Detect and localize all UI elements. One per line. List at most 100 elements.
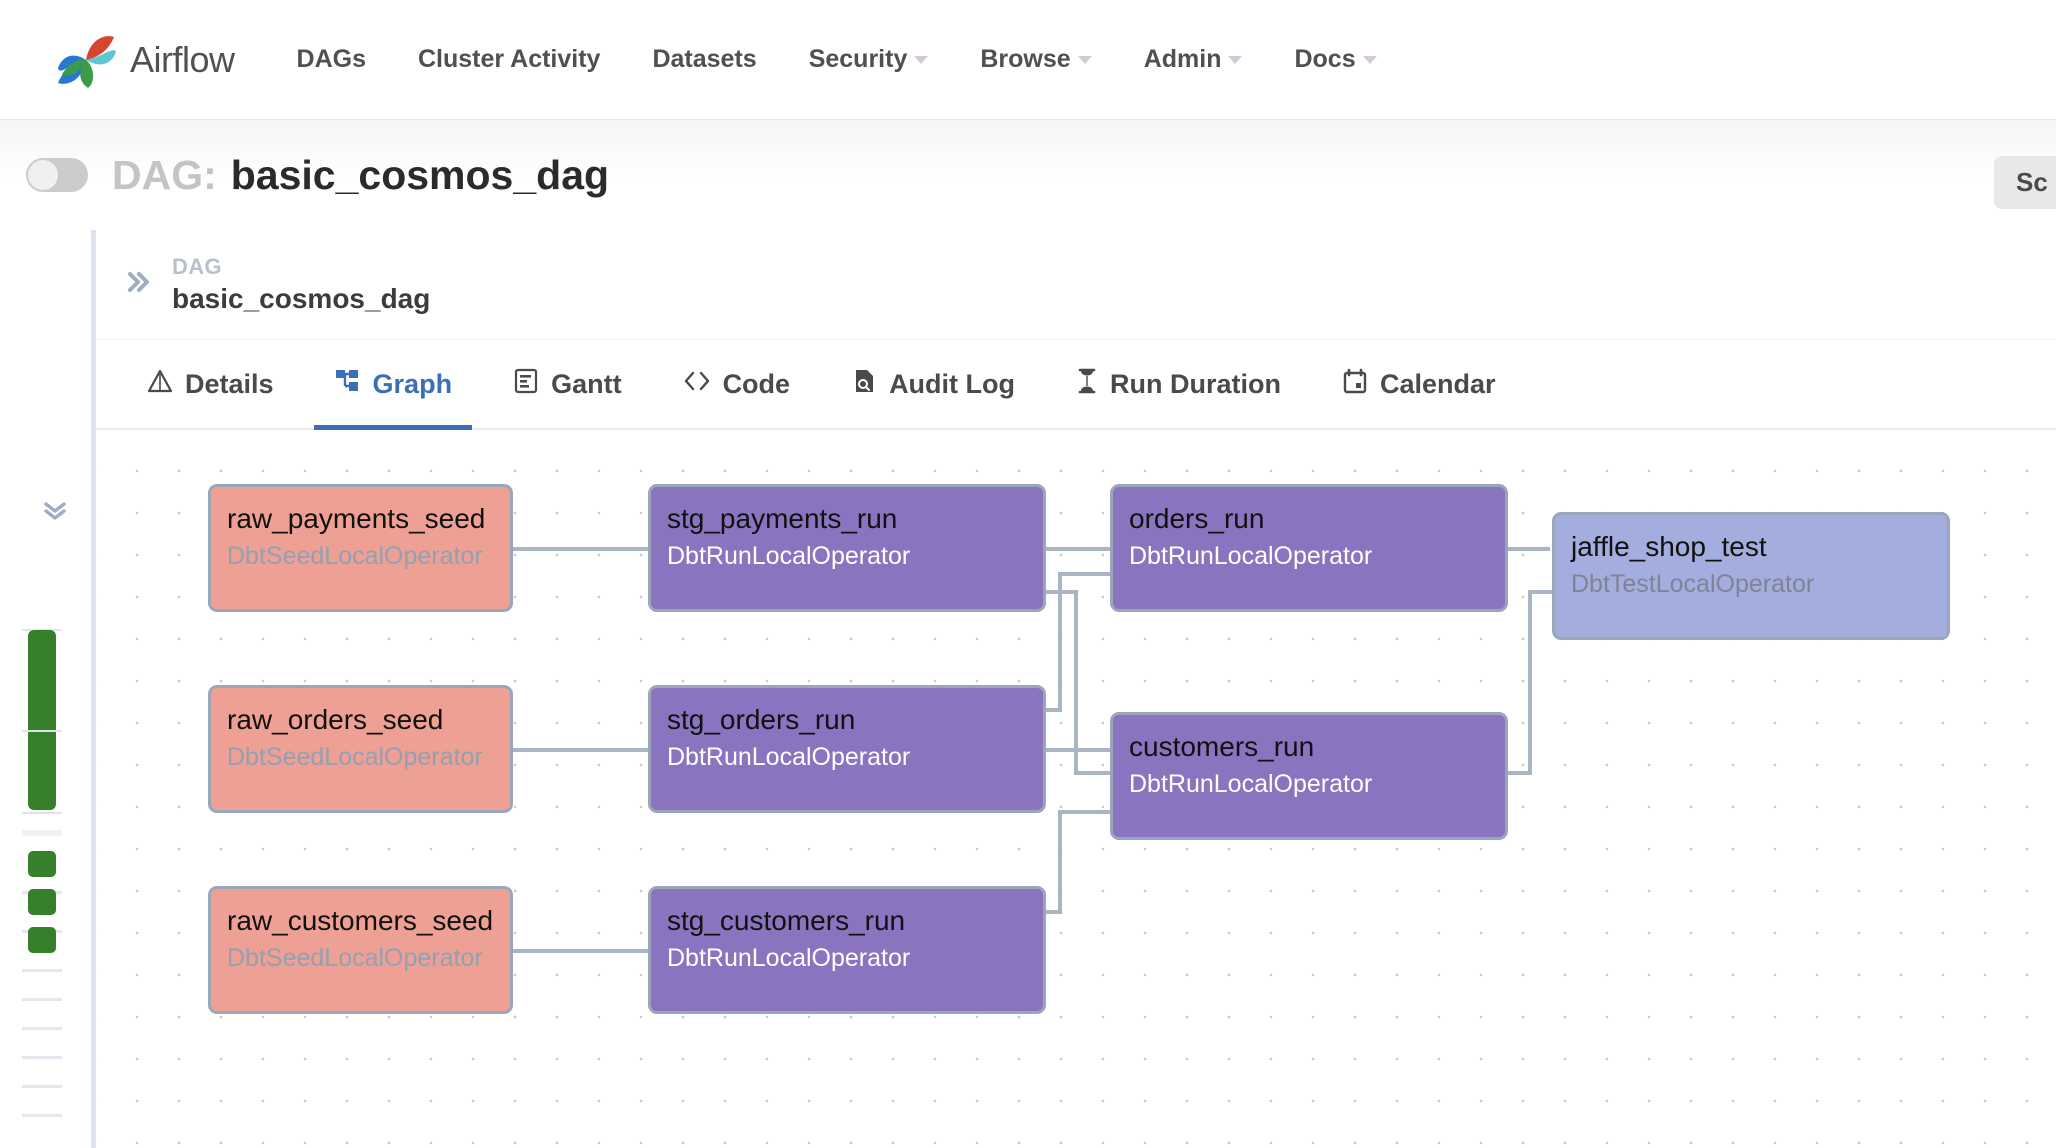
dag-main-panel: DAG basic_cosmos_dag Details bbox=[92, 230, 2056, 1148]
dag-run-bar[interactable] bbox=[28, 630, 56, 810]
nav-label: Security bbox=[808, 45, 908, 73]
edge-stg-payments-to-customers-h2 bbox=[1074, 771, 1110, 775]
nav-item-security[interactable]: Security bbox=[809, 45, 929, 74]
edge-stg-orders-to-orders-h2 bbox=[1058, 572, 1110, 576]
task-node-name: customers_run bbox=[1129, 731, 1315, 762]
dag-pause-toggle[interactable] bbox=[26, 158, 88, 192]
chevron-down-icon bbox=[1228, 55, 1243, 64]
edge-customers-to-jaffle-test-v bbox=[1528, 590, 1532, 775]
edge-raw-payments-to-stg-payments bbox=[513, 547, 648, 551]
nav-item-cluster-activity[interactable]: Cluster Activity bbox=[418, 45, 600, 74]
task-node-operator: DbtTestLocalOperator bbox=[1571, 569, 1815, 598]
document-search-icon bbox=[850, 367, 878, 402]
brand-logo-link[interactable]: Airflow bbox=[52, 26, 235, 94]
tab-calendar[interactable]: Calendar bbox=[1321, 340, 1516, 428]
edge-stg-customers-to-customers-h1 bbox=[1046, 910, 1062, 914]
nav-item-dags[interactable]: DAGs bbox=[297, 45, 366, 74]
edge-stg-orders-to-orders-h1 bbox=[1046, 708, 1062, 712]
primary-nav: DAGs Cluster Activity Datasets Security … bbox=[297, 45, 1429, 74]
airflow-pinwheel-icon bbox=[52, 26, 120, 94]
edge-stg-payments-to-customers-v bbox=[1074, 590, 1078, 775]
task-node-name: raw_payments_seed bbox=[227, 503, 486, 534]
task-node-name: raw_orders_seed bbox=[227, 704, 444, 735]
tab-label: Run Duration bbox=[1110, 368, 1282, 399]
nav-label: DAGs bbox=[296, 45, 366, 73]
page-title: basic_cosmos_dag bbox=[230, 151, 610, 198]
task-node-raw-payments-seed[interactable]: raw_payments_seed DbtSeedLocalOperator bbox=[208, 484, 513, 612]
dag-graph-canvas[interactable]: raw_payments_seed DbtSeedLocalOperator r… bbox=[96, 432, 2056, 1148]
tab-label: Graph bbox=[372, 368, 453, 399]
double-chevron-down-icon[interactable] bbox=[42, 498, 68, 529]
calendar-icon bbox=[1341, 367, 1369, 402]
graph-nodes-icon bbox=[334, 367, 362, 402]
nav-label: Admin bbox=[1143, 45, 1222, 73]
edge-raw-orders-to-stg-orders bbox=[513, 748, 648, 752]
task-node-operator: DbtSeedLocalOperator bbox=[227, 541, 483, 570]
task-node-customers-run[interactable]: customers_run DbtRunLocalOperator bbox=[1110, 712, 1508, 840]
nav-item-docs[interactable]: Docs bbox=[1294, 45, 1377, 74]
tab-graph[interactable]: Graph bbox=[313, 340, 473, 430]
chevron-down-icon bbox=[1362, 55, 1377, 64]
task-node-operator: DbtRunLocalOperator bbox=[667, 943, 911, 972]
nav-item-admin[interactable]: Admin bbox=[1144, 45, 1243, 74]
grid-sidebar bbox=[0, 230, 92, 1148]
task-node-jaffle-shop-test[interactable]: jaffle_shop_test DbtTestLocalOperator bbox=[1552, 512, 1950, 640]
double-chevron-right-icon[interactable] bbox=[124, 267, 154, 302]
top-navbar: Airflow DAGs Cluster Activity Datasets S… bbox=[0, 0, 2056, 120]
breadcrumb: DAG basic_cosmos_dag bbox=[96, 230, 2056, 340]
tab-run-duration[interactable]: Run Duration bbox=[1055, 340, 1301, 428]
task-node-name: stg_orders_run bbox=[667, 704, 856, 735]
task-node-operator: DbtSeedLocalOperator bbox=[227, 943, 483, 972]
triangle-alert-icon bbox=[146, 367, 174, 402]
task-node-operator: DbtRunLocalOperator bbox=[667, 742, 911, 771]
task-node-stg-payments-run[interactable]: stg_payments_run DbtRunLocalOperator bbox=[648, 484, 1046, 612]
edge-customers-to-jaffle-test-h2 bbox=[1528, 590, 1552, 594]
task-node-name: stg_payments_run bbox=[667, 503, 898, 534]
breadcrumb-dag-name[interactable]: basic_cosmos_dag bbox=[172, 282, 431, 314]
nav-item-browse[interactable]: Browse bbox=[980, 45, 1092, 74]
run-play-icon bbox=[36, 814, 48, 830]
tab-code[interactable]: Code bbox=[662, 340, 811, 428]
tab-label: Gantt bbox=[551, 368, 622, 399]
task-node-stg-customers-run[interactable]: stg_customers_run DbtRunLocalOperator bbox=[648, 886, 1046, 1014]
task-node-operator: DbtRunLocalOperator bbox=[667, 541, 911, 570]
task-node-name: orders_run bbox=[1129, 503, 1265, 534]
tab-label: Code bbox=[722, 368, 791, 399]
brand-name: Airflow bbox=[130, 38, 235, 80]
tab-label: Audit Log bbox=[889, 368, 1016, 399]
breadcrumb-kind: DAG bbox=[172, 254, 222, 280]
dag-prefix-label: DAG: bbox=[112, 151, 217, 198]
edge-stg-orders-to-orders-v bbox=[1058, 572, 1062, 712]
nav-label: Browse bbox=[980, 45, 1071, 73]
edge-stg-payments-to-customers-h1 bbox=[1046, 590, 1078, 594]
task-node-name: jaffle_shop_test bbox=[1571, 531, 1767, 562]
task-instance-square[interactable] bbox=[28, 889, 56, 915]
nav-label: Datasets bbox=[652, 45, 757, 73]
chevron-down-icon bbox=[1077, 55, 1092, 64]
schedule-button[interactable]: Sc bbox=[1994, 156, 2056, 209]
dag-tabs: Details Graph Gantt bbox=[96, 340, 2056, 430]
dag-body: DAG basic_cosmos_dag Details bbox=[0, 230, 2056, 1148]
edge-stg-customers-to-customers-h2 bbox=[1058, 810, 1110, 814]
task-node-raw-orders-seed[interactable]: raw_orders_seed DbtSeedLocalOperator bbox=[208, 685, 513, 813]
nav-label: Docs bbox=[1294, 45, 1356, 73]
tab-details[interactable]: Details bbox=[126, 340, 294, 428]
task-node-orders-run[interactable]: orders_run DbtRunLocalOperator bbox=[1110, 484, 1508, 612]
tab-audit-log[interactable]: Audit Log bbox=[830, 340, 1035, 428]
task-node-raw-customers-seed[interactable]: raw_customers_seed DbtSeedLocalOperator bbox=[208, 886, 513, 1014]
edge-stg-customers-to-customers-v bbox=[1058, 810, 1062, 914]
edge-raw-customers-to-stg-customers bbox=[513, 949, 648, 953]
tab-label: Calendar bbox=[1380, 368, 1496, 399]
task-node-operator: DbtSeedLocalOperator bbox=[227, 742, 483, 771]
task-node-stg-orders-run[interactable]: stg_orders_run DbtRunLocalOperator bbox=[648, 685, 1046, 813]
gantt-chart-icon bbox=[512, 367, 540, 402]
dag-header: DAG: basic_cosmos_dag Sc bbox=[0, 120, 2056, 230]
edge-stg-orders-to-customers bbox=[1046, 748, 1110, 752]
edge-orders-to-jaffle-test-h1 bbox=[1508, 547, 1550, 551]
nav-item-datasets[interactable]: Datasets bbox=[652, 45, 756, 74]
tab-gantt[interactable]: Gantt bbox=[492, 340, 642, 428]
edge-customers-to-jaffle-test-h1 bbox=[1508, 771, 1532, 775]
task-instance-square[interactable] bbox=[28, 927, 56, 953]
tab-label: Details bbox=[185, 368, 274, 399]
task-instance-square[interactable] bbox=[28, 851, 56, 877]
